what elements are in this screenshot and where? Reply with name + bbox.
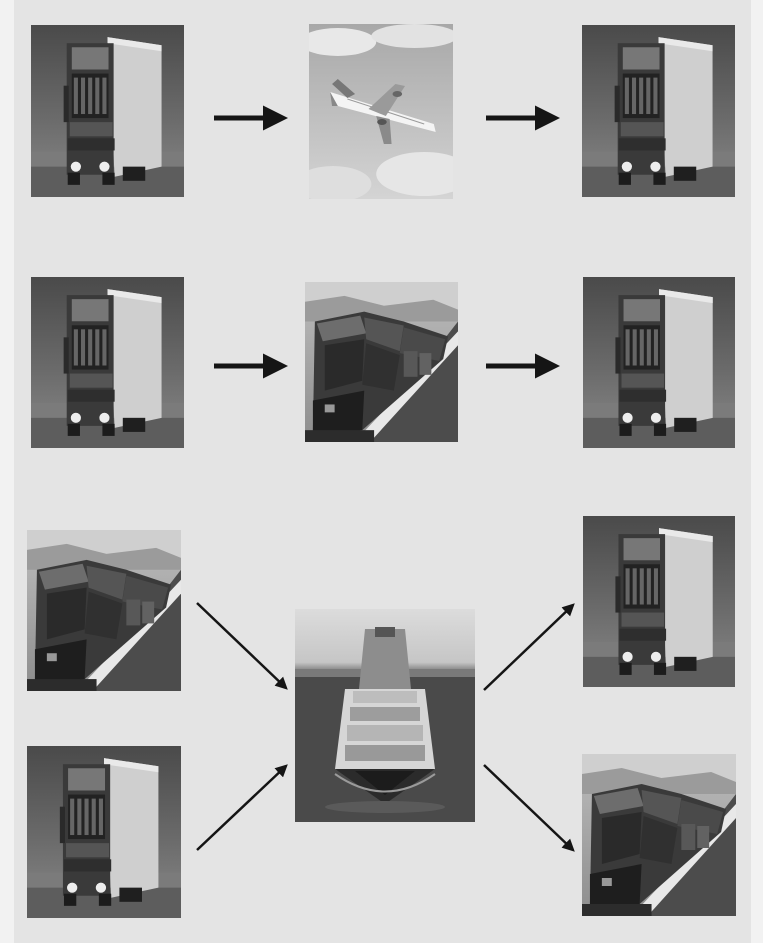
arrow-diagonal-icon bbox=[197, 603, 286, 688]
arrow-diagonal-icon bbox=[197, 766, 286, 850]
arrow-diagonal-icon bbox=[484, 605, 573, 690]
arrow-diagonal-icon bbox=[484, 765, 573, 850]
